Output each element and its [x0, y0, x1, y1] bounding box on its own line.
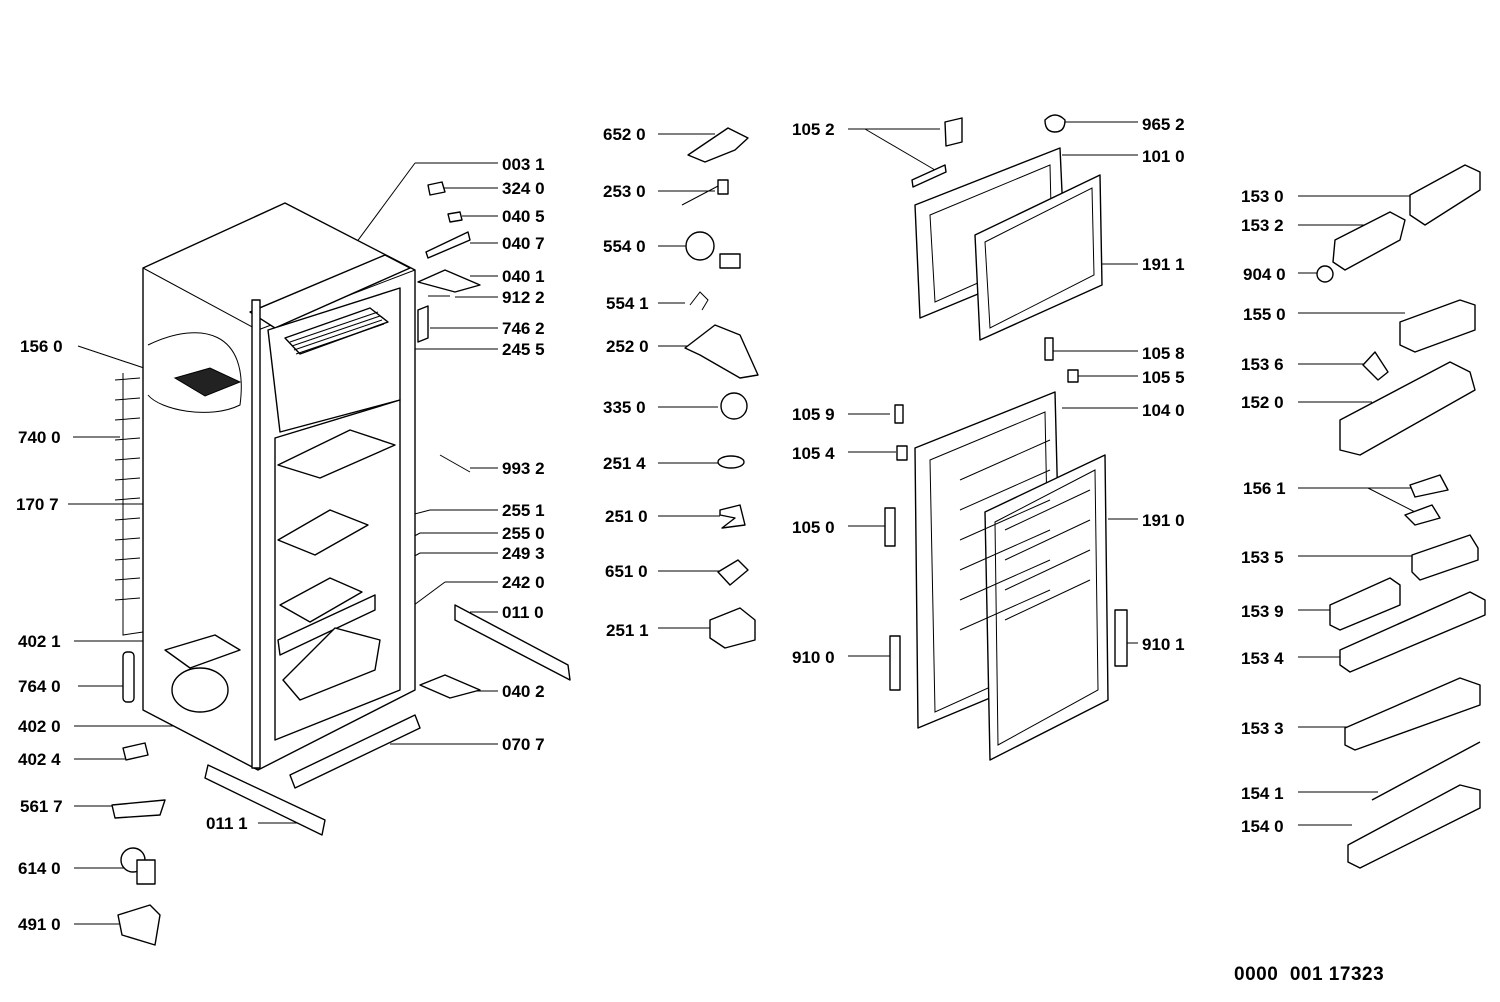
- part-label: 105 5: [1142, 368, 1185, 387]
- part-label: 040 1: [502, 267, 545, 286]
- part-label: 252 0: [606, 337, 649, 356]
- part-label: 153 4: [1241, 649, 1284, 668]
- part-label: 491 0: [18, 915, 61, 934]
- part-label: 324 0: [502, 179, 545, 198]
- part-label: 965 2: [1142, 115, 1185, 134]
- part-label: 153 6: [1241, 355, 1284, 374]
- part-label: 011 0: [502, 603, 544, 622]
- part-label: 651 0: [605, 562, 648, 581]
- part-label: 910 1: [1142, 635, 1185, 654]
- part-label: 191 0: [1142, 511, 1185, 530]
- part-label: 554 0: [603, 237, 646, 256]
- part-label: 153 2: [1241, 216, 1284, 235]
- part-label: 242 0: [502, 573, 545, 592]
- part-label: 101 0: [1142, 147, 1185, 166]
- part-label: 255 0: [502, 524, 545, 543]
- part-label: 155 0: [1243, 305, 1286, 324]
- part-label: 104 0: [1142, 401, 1185, 420]
- part-label: 040 7: [502, 234, 545, 253]
- part-label: 652 0: [603, 125, 646, 144]
- part-label: 251 0: [605, 507, 648, 526]
- part-label: 614 0: [18, 859, 61, 878]
- part-label: 191 1: [1142, 255, 1185, 274]
- doors: [884, 114, 1128, 761]
- part-label: 904 0: [1243, 265, 1286, 284]
- part-label: 040 5: [502, 207, 545, 226]
- part-label: 170 7: [16, 495, 59, 514]
- part-label: 070 7: [502, 735, 545, 754]
- part-label: 154 1: [1241, 784, 1284, 803]
- part-label: 105 0: [792, 518, 835, 537]
- part-label: 740 0: [18, 428, 61, 447]
- part-label: 764 0: [18, 677, 61, 696]
- part-label: 402 0: [18, 717, 61, 736]
- part-label: 156 1: [1243, 479, 1286, 498]
- part-label: 152 0: [1241, 393, 1284, 412]
- part-label: 153 0: [1241, 187, 1284, 206]
- part-label: 153 3: [1241, 719, 1284, 738]
- part-label: 105 9: [792, 405, 835, 424]
- part-label: 245 5: [502, 340, 545, 359]
- part-label: 335 0: [603, 398, 646, 417]
- part-label: 105 8: [1142, 344, 1185, 363]
- small-parts: [681, 127, 759, 649]
- part-label: 746 2: [502, 319, 545, 338]
- part-label: 011 1: [206, 814, 248, 833]
- part-label: 255 1: [502, 501, 545, 520]
- part-label: 561 7: [20, 797, 63, 816]
- part-label: 154 0: [1241, 817, 1284, 836]
- part-label: 003 1: [502, 155, 545, 174]
- part-label: 253 0: [603, 182, 646, 201]
- part-label: 402 1: [18, 632, 61, 651]
- part-number-labels: 003 1 324 0 040 5 040 7 040 1 912 2 746 …: [16, 115, 1286, 934]
- part-label: 156 0: [20, 337, 63, 356]
- part-label: 153 9: [1241, 602, 1284, 621]
- document-number: 0000 001 17323: [1234, 964, 1385, 985]
- part-label: 251 4: [603, 454, 646, 473]
- door-accessories: [1316, 164, 1486, 869]
- part-label: 910 0: [792, 648, 835, 667]
- part-label: 912 2: [502, 288, 545, 307]
- part-label: 402 4: [18, 750, 61, 769]
- part-label: 040 2: [502, 682, 545, 701]
- part-label: 251 1: [606, 621, 649, 640]
- part-label: 105 2: [792, 120, 835, 139]
- part-label: 554 1: [606, 294, 649, 313]
- part-label: 249 3: [502, 544, 545, 563]
- part-label: 153 5: [1241, 548, 1284, 567]
- refrigerator-cabinet: [111, 181, 571, 946]
- part-label: 105 4: [792, 444, 835, 463]
- part-label: 993 2: [502, 459, 545, 478]
